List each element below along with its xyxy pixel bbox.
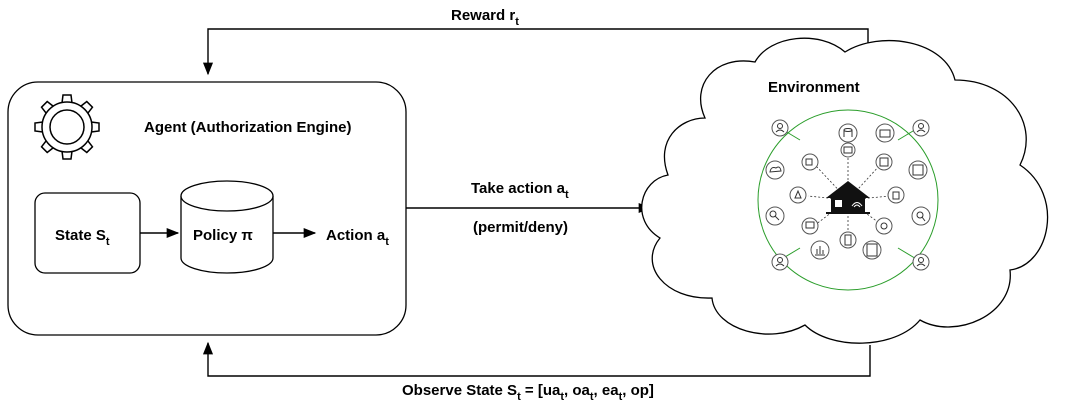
smart-environment-illustration <box>757 109 939 291</box>
agent-title: Agent (Authorization Engine) <box>144 119 351 136</box>
observe-arrow <box>202 341 871 377</box>
observe-label: Observe State St = [uat, oat, eat, op] <box>402 382 654 402</box>
video-camera-icon <box>801 153 819 171</box>
tablet-icon <box>862 240 882 260</box>
take-action-label: Take action at <box>471 180 569 201</box>
search-icon <box>765 206 785 226</box>
policy-cylinder <box>180 180 274 274</box>
camera-icon <box>840 142 856 158</box>
bar-chart-icon <box>810 240 830 260</box>
action-label: Action at <box>326 227 389 248</box>
folder-icon <box>875 123 895 143</box>
alarm-icon <box>875 217 893 235</box>
fingerprint-icon <box>911 206 931 226</box>
smart-home-icon <box>826 181 870 214</box>
cloud-icon <box>765 160 785 180</box>
phone-icon <box>839 231 857 249</box>
policy-label: Policy π <box>193 227 253 244</box>
laptop-icon <box>801 217 819 235</box>
reward-label: Reward rt <box>451 7 519 28</box>
thermostat-icon <box>875 153 893 171</box>
database-icon <box>838 123 858 143</box>
permit-deny-label: (permit/deny) <box>473 219 568 236</box>
person-icon <box>912 119 930 137</box>
person-icon <box>912 253 930 271</box>
environment-label: Environment <box>768 79 860 96</box>
state-label: State St <box>55 227 110 248</box>
person-icon <box>771 119 789 137</box>
reward-arrow <box>202 28 869 76</box>
calendar-icon <box>908 160 928 180</box>
person-icon <box>771 253 789 271</box>
doorbell-icon <box>789 186 807 204</box>
smart-lock-icon <box>887 186 905 204</box>
gear-icon <box>34 94 100 160</box>
